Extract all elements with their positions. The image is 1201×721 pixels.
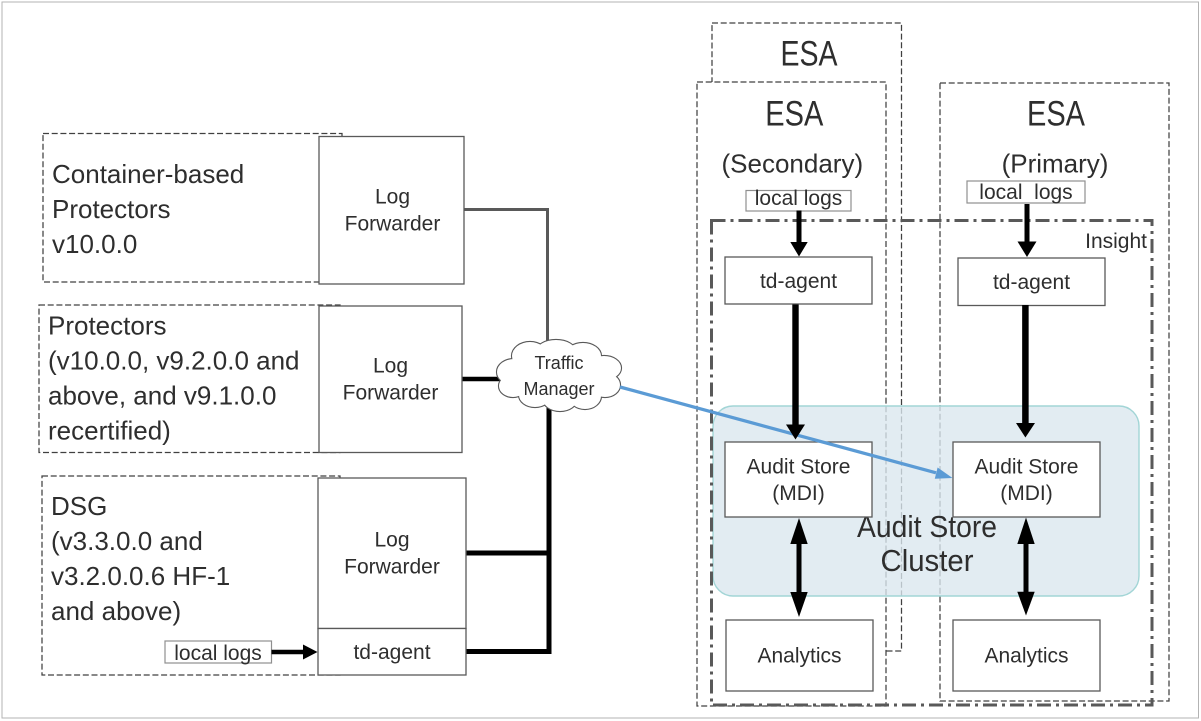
svg-text:above, and v9.1.0.0: above, and v9.1.0.0 bbox=[48, 381, 276, 411]
svg-text:td-agent: td-agent bbox=[993, 271, 1070, 294]
svg-text:ESA: ESA bbox=[1027, 95, 1086, 134]
svg-text:Forwarder: Forwarder bbox=[344, 556, 440, 579]
svg-text:(Secondary): (Secondary) bbox=[721, 149, 863, 179]
svg-text:ESA: ESA bbox=[765, 95, 824, 134]
svg-text:local logs: local logs bbox=[755, 187, 843, 210]
svg-text:Container-based: Container-based bbox=[52, 159, 244, 189]
svg-text:(v10.0.0, v9.2.0.0 and: (v10.0.0, v9.2.0.0 and bbox=[48, 346, 300, 376]
svg-text:Cluster: Cluster bbox=[881, 543, 974, 578]
svg-text:Analytics: Analytics bbox=[984, 645, 1068, 668]
svg-text:Manager: Manager bbox=[523, 379, 594, 399]
svg-text:Log: Log bbox=[374, 529, 409, 552]
svg-text:td-agent: td-agent bbox=[760, 270, 837, 293]
svg-text:td-agent: td-agent bbox=[353, 641, 430, 664]
svg-text:local logs: local logs bbox=[979, 181, 1072, 204]
svg-text:v10.0.0: v10.0.0 bbox=[52, 229, 137, 259]
svg-text:Forwarder: Forwarder bbox=[345, 213, 441, 236]
svg-text:Traffic: Traffic bbox=[534, 353, 583, 373]
svg-text:(MDI): (MDI) bbox=[772, 482, 824, 505]
svg-text:Forwarder: Forwarder bbox=[343, 382, 439, 405]
svg-text:recertified): recertified) bbox=[48, 416, 171, 446]
svg-text:Audit Store: Audit Store bbox=[975, 456, 1079, 479]
svg-text:(v3.3.0.0 and: (v3.3.0.0 and bbox=[51, 526, 203, 556]
svg-text:Protectors: Protectors bbox=[48, 311, 167, 341]
svg-text:ESA: ESA bbox=[781, 35, 839, 74]
svg-text:(MDI): (MDI) bbox=[1000, 482, 1052, 505]
svg-text:DSG: DSG bbox=[51, 491, 107, 521]
svg-text:(Primary): (Primary) bbox=[1002, 149, 1109, 179]
svg-text:Log: Log bbox=[373, 355, 408, 378]
svg-text:v3.2.0.0.6 HF-1: v3.2.0.0.6 HF-1 bbox=[51, 561, 230, 591]
svg-text:Insight: Insight bbox=[1085, 230, 1147, 253]
svg-text:local logs: local logs bbox=[174, 642, 262, 665]
svg-text:and above): and above) bbox=[51, 596, 181, 626]
svg-text:Log: Log bbox=[375, 186, 410, 209]
svg-text:Protectors: Protectors bbox=[52, 194, 171, 224]
svg-text:Audit Store: Audit Store bbox=[747, 456, 851, 479]
svg-text:Analytics: Analytics bbox=[757, 645, 841, 668]
